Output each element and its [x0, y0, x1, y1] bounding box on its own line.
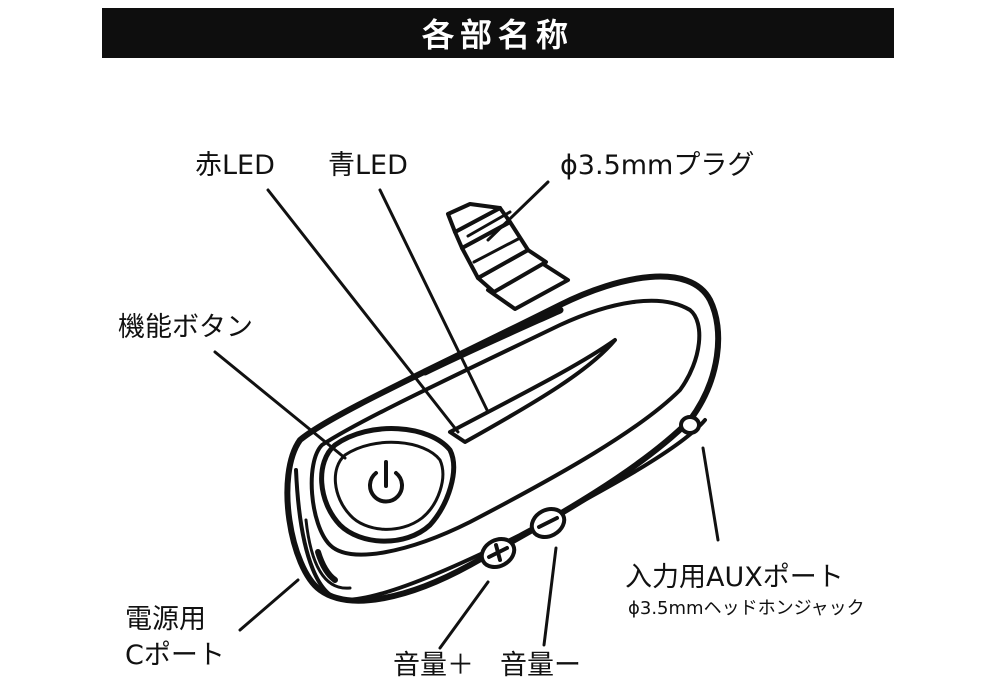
- leader-volume-down: [542, 546, 558, 647]
- leader-red-led: [266, 188, 460, 434]
- leader-volume-up: [438, 580, 490, 650]
- label-aux-port: 入力用AUXポート: [625, 562, 844, 593]
- label-blue-led: 青LED: [328, 150, 408, 181]
- leader-plug: [486, 180, 550, 242]
- title-bar: 各部名称: [102, 8, 894, 58]
- label-function-button: 機能ボタン: [118, 312, 253, 343]
- label-plug: ϕ3.5mmプラグ: [560, 150, 755, 181]
- function-button-illustration: [319, 426, 456, 544]
- power-icon: [368, 471, 404, 504]
- volume-down-button-illustration: [529, 507, 567, 539]
- leader-power-port: [238, 578, 300, 632]
- diagram-title: 各部名称: [421, 16, 574, 54]
- leader-aux-port: [701, 446, 720, 542]
- leader-function-button: [213, 350, 347, 460]
- label-volume-up: 音量＋: [393, 650, 474, 681]
- c-port-illustration: [315, 549, 338, 583]
- led-slit: [448, 338, 617, 444]
- label-aux-port-sub: ϕ3.5mmヘッドホンジャック: [628, 598, 865, 619]
- label-red-led: 赤LED: [195, 150, 275, 181]
- label-volume-down: 音量ー: [500, 650, 581, 681]
- plug-illustration: [446, 202, 570, 311]
- leader-blue-led: [378, 188, 490, 414]
- label-power-port-line2: Cポート: [125, 640, 225, 671]
- label-power-port-line1: 電源用: [125, 604, 206, 635]
- volume-up-button-illustration: [479, 537, 517, 569]
- aux-port-illustration: [679, 415, 701, 435]
